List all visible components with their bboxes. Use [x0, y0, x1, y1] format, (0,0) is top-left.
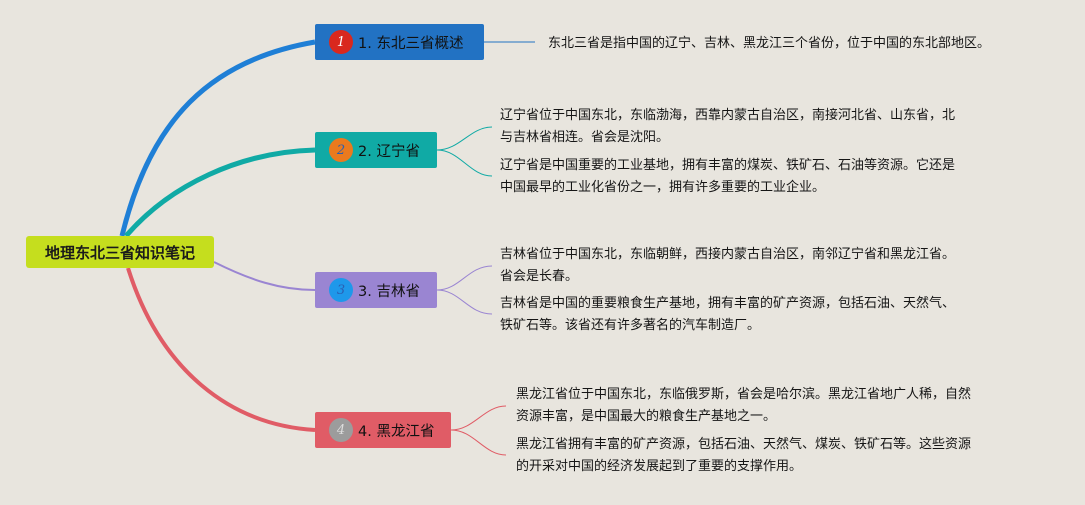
- priority-3-icon: 3: [329, 278, 353, 302]
- link-branch3-note1: [436, 265, 493, 291]
- link-root-branch1: [119, 39, 316, 237]
- note-overview[interactable]: 东北三省是指中国的辽宁、吉林、黑龙江三个省份，位于中国的东北部地区。: [548, 33, 990, 55]
- link-branch4-note1: [450, 405, 507, 431]
- link-branch4-note2: [450, 429, 507, 456]
- note-line: 中国最早的工业化省份之一，拥有许多重要的工业企业。: [500, 180, 826, 195]
- note-line: 的开采对中国的经济发展起到了重要的支撑作用。: [516, 459, 803, 474]
- note-line: 铁矿石等。该省还有许多著名的汽车制造厂。: [500, 318, 761, 333]
- note-line: 辽宁省位于中国东北，东临渤海，西靠内蒙古自治区，南接河北省、山东省，北: [500, 108, 956, 123]
- note-line: 黑龙江省拥有丰富的矿产资源，包括石油、天然气、煤炭、铁矿石等。这些资源: [516, 437, 972, 452]
- branch-heilongjiang[interactable]: 4 4. 黑龙江省: [315, 412, 451, 448]
- branch-label: 2. 辽宁省: [358, 143, 420, 160]
- link-branch2-note2: [436, 149, 493, 177]
- note-line: 与吉林省相连。省会是沈阳。: [500, 130, 670, 145]
- link-root-branch2: [124, 147, 316, 238]
- branch-overview[interactable]: 1 1. 东北三省概述: [315, 24, 484, 60]
- link-branch3-note2: [436, 289, 493, 315]
- note-line: 东北三省是指中国的辽宁、吉林、黑龙江三个省份，位于中国的东北部地区。: [548, 36, 991, 51]
- note-line: 黑龙江省位于中国东北，东临俄罗斯，省会是哈尔滨。黑龙江省地广人稀，自然: [516, 387, 972, 402]
- note-liaoning-location[interactable]: 辽宁省位于中国东北，东临渤海，西靠内蒙古自治区，南接河北省、山东省，北 与吉林省…: [500, 105, 955, 149]
- note-liaoning-industry[interactable]: 辽宁省是中国重要的工业基地，拥有丰富的煤炭、铁矿石、石油等资源。它还是 中国最早…: [500, 155, 955, 199]
- link-branch2-note1: [436, 126, 493, 151]
- note-jilin-location[interactable]: 吉林省位于中国东北，东临朝鲜，西接内蒙古自治区，南邻辽宁省和黑龙江省。 省会是长…: [500, 244, 955, 288]
- priority-4-icon: 4: [329, 418, 353, 442]
- branch-jilin[interactable]: 3 3. 吉林省: [315, 272, 437, 308]
- link-root-branch3: [213, 261, 316, 291]
- branch-label: 4. 黑龙江省: [358, 423, 435, 440]
- note-heilongjiang-location[interactable]: 黑龙江省位于中国东北，东临俄罗斯，省会是哈尔滨。黑龙江省地广人稀，自然 资源丰富…: [516, 384, 971, 428]
- note-heilongjiang-resources[interactable]: 黑龙江省拥有丰富的矿产资源，包括石油、天然气、煤炭、铁矿石等。这些资源 的开采对…: [516, 434, 971, 478]
- note-line: 吉林省是中国的重要粮食生产基地，拥有丰富的矿产资源，包括石油、天然气、: [500, 296, 956, 311]
- branch-label: 1. 东北三省概述: [358, 35, 464, 52]
- priority-1-icon: 1: [329, 30, 353, 54]
- note-line: 省会是长春。: [500, 269, 579, 284]
- branch-liaoning[interactable]: 2 2. 辽宁省: [315, 132, 437, 168]
- priority-2-icon: 2: [329, 138, 353, 162]
- note-line: 辽宁省是中国重要的工业基地，拥有丰富的煤炭、铁矿石、石油等资源。它还是: [500, 158, 956, 173]
- note-line: 吉林省位于中国东北，东临朝鲜，西接内蒙古自治区，南邻辽宁省和黑龙江省。: [500, 247, 956, 262]
- root-topic[interactable]: 地理东北三省知识笔记: [26, 236, 214, 268]
- branch-label: 3. 吉林省: [358, 283, 420, 300]
- link-root-branch4: [126, 267, 316, 432]
- note-jilin-resources[interactable]: 吉林省是中国的重要粮食生产基地，拥有丰富的矿产资源，包括石油、天然气、 铁矿石等…: [500, 293, 955, 337]
- note-line: 资源丰富，是中国最大的粮食生产基地之一。: [516, 409, 777, 424]
